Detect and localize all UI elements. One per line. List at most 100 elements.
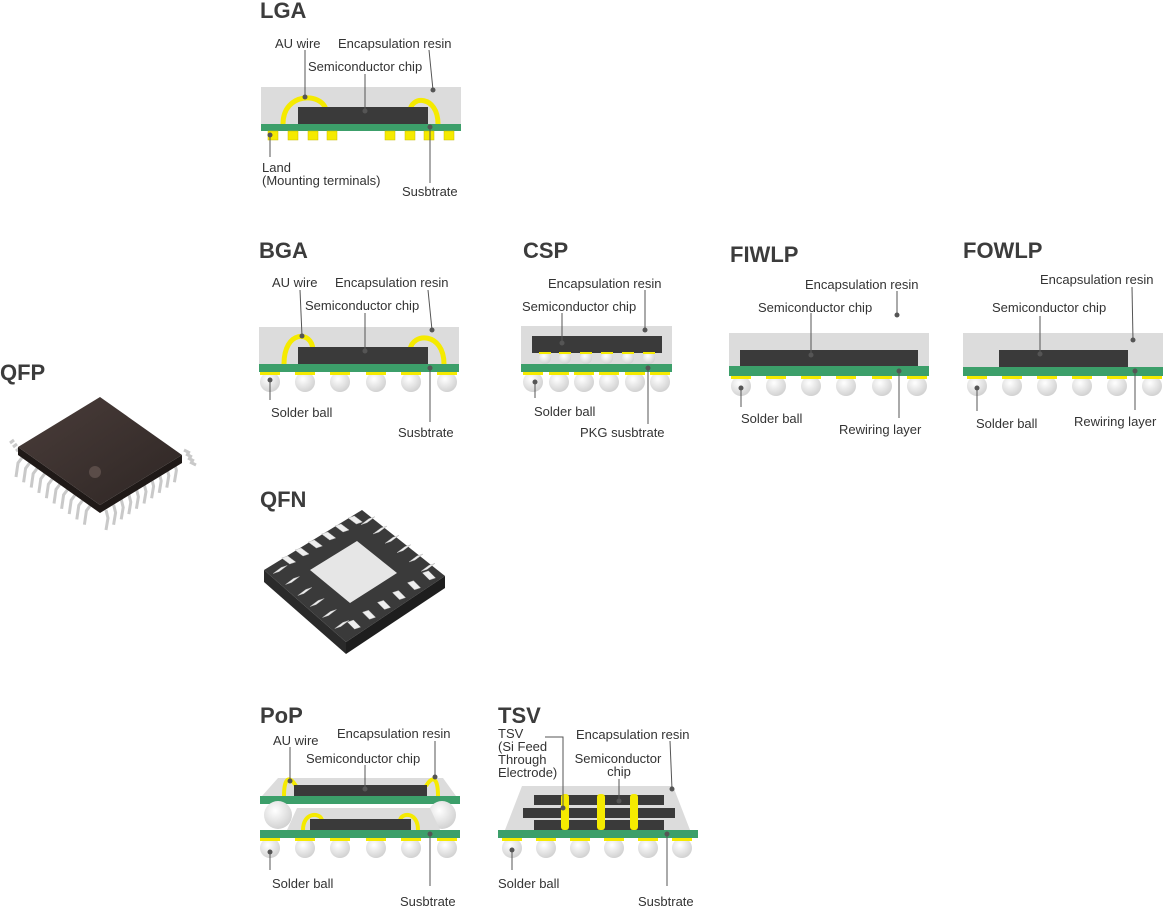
csp-bump-pad — [539, 352, 551, 354]
solder-ball — [574, 372, 594, 392]
pop-lower-chip — [310, 819, 411, 830]
qfn-pad — [321, 531, 337, 541]
ball-pad — [604, 838, 624, 841]
solder-ball — [536, 838, 556, 858]
tsv-label-tsv-line4: Electrode) — [498, 765, 557, 780]
ball-pad — [295, 372, 315, 375]
qfn-pad — [396, 544, 412, 553]
ball-pad — [366, 372, 386, 375]
lga-label-substrate: Susbtrate — [402, 184, 458, 199]
qfp-pin — [187, 456, 195, 463]
pop-upper-chip — [294, 785, 427, 796]
bga-label-resin: Encapsulation resin — [335, 275, 448, 290]
csp-bump-pad — [559, 352, 571, 354]
solder-ball — [907, 376, 927, 396]
qfn-pad — [334, 523, 350, 533]
lga-label-resin: Encapsulation resin — [338, 36, 451, 51]
csp-bump — [601, 352, 613, 364]
bga-label-au-wire: AU wire — [272, 275, 318, 290]
fowlp-diagram: FOWLP Encapsulation resin Semiconductor … — [963, 238, 1163, 431]
lga-label-chip: Semiconductor chip — [308, 59, 422, 74]
solder-ball — [366, 372, 386, 392]
tsv-label-tsv-line2: (Si Feed — [498, 739, 547, 754]
lga-title: LGA — [260, 0, 307, 23]
ball-pad — [1142, 376, 1162, 379]
qfp-pin — [142, 483, 148, 504]
solder-ball — [766, 376, 786, 396]
ball-pad — [872, 376, 892, 379]
qfn-pad — [372, 525, 388, 535]
qfn-pad — [310, 598, 325, 607]
fiwlp-label-rewiring-layer: Rewiring layer — [839, 422, 922, 437]
lga-land — [307, 130, 319, 141]
csp-bump — [539, 352, 551, 364]
pop-label-au-wire: AU wire — [273, 733, 319, 748]
bga-substrate — [259, 364, 459, 372]
ball-pad — [650, 372, 670, 375]
csp-title: CSP — [523, 238, 568, 263]
solder-ball — [366, 838, 386, 858]
ball-pad — [437, 838, 457, 841]
ball-pad — [330, 372, 350, 375]
ball-pad — [836, 376, 856, 379]
qfn-pad — [297, 587, 312, 596]
bga-diagram: BGA AU wire Encapsulation resin Semicond… — [259, 238, 459, 440]
lga-substrate — [261, 124, 461, 131]
qfp-pin1-mark — [89, 466, 101, 478]
solder-ball — [1037, 376, 1057, 396]
solder-ball — [401, 838, 421, 858]
solder-ball — [836, 376, 856, 396]
bga-au-wire-right — [407, 335, 447, 365]
fowlp-label-chip: Semiconductor chip — [992, 300, 1106, 315]
tsv-title: TSV — [498, 703, 541, 728]
csp-label-substrate: PKG susbtrate — [580, 425, 665, 440]
solder-ball — [295, 838, 315, 858]
qfp-pin — [12, 442, 18, 449]
qfn-pad — [294, 547, 310, 557]
fiwlp-title: FIWLP — [730, 242, 798, 267]
qfn-pad — [347, 515, 363, 525]
pop-title: PoP — [260, 703, 303, 728]
qfn-pad — [422, 570, 436, 581]
qfn-pad — [285, 576, 300, 585]
solder-ball — [1002, 376, 1022, 396]
tsv-diagram: TSV TSV (Si Feed Through Electrode) Enca… — [498, 703, 698, 909]
qfn-pad — [322, 609, 337, 618]
ball-pad — [599, 372, 619, 375]
ball-pad — [1002, 376, 1022, 379]
qfp-pin — [104, 509, 110, 531]
fiwlp-label-chip: Semiconductor chip — [758, 300, 872, 315]
tsv-substrate — [498, 830, 698, 838]
csp-bump — [580, 352, 592, 364]
tsv-label-chip-line2: chip — [607, 764, 631, 779]
pop-solder-balls — [260, 838, 457, 858]
fowlp-chip — [999, 350, 1128, 367]
ball-pad — [260, 838, 280, 841]
pop-upper-au-wire-left — [282, 777, 298, 797]
solder-ball — [437, 838, 457, 858]
csp-bump-pad — [580, 352, 592, 354]
qfp-pin — [189, 460, 197, 467]
lga-land — [326, 130, 338, 141]
tsv-label-substrate: Susbtrate — [638, 894, 694, 909]
ball-pad — [401, 838, 421, 841]
qfn-title: QFN — [260, 487, 306, 512]
solder-ball — [549, 372, 569, 392]
tsv-electrode — [597, 794, 605, 830]
qfn-exposed-pad — [310, 541, 397, 603]
solder-ball — [260, 838, 280, 858]
qfp-pin — [127, 493, 133, 515]
csp-substrate — [521, 364, 672, 372]
pop-stack-ball — [264, 801, 292, 829]
bga-solder-balls — [260, 372, 457, 392]
solder-ball — [599, 372, 619, 392]
csp-chip — [532, 336, 662, 353]
csp-label-chip: Semiconductor chip — [522, 299, 636, 314]
ball-pad — [401, 372, 421, 375]
tsv-solder-balls — [502, 838, 692, 858]
lga-land — [443, 130, 455, 141]
solder-ball — [638, 838, 658, 858]
tsv-label-tsv-line3: Through — [498, 752, 546, 767]
qfn-pad — [362, 609, 376, 620]
ball-pad — [295, 838, 315, 841]
